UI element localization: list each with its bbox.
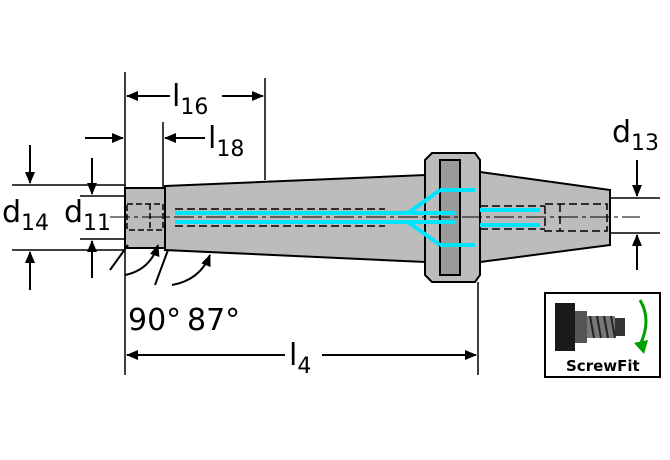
label-l18: l18	[208, 121, 244, 162]
label-d11: d11	[64, 195, 111, 236]
tapered-shank	[164, 173, 426, 264]
screwfit-label: ScrewFit	[566, 357, 640, 375]
angle-arcs	[109, 244, 211, 286]
coolant-channels	[175, 188, 540, 247]
label-l16: l16	[172, 79, 208, 120]
label-d13: d13	[612, 115, 659, 156]
nose-section	[124, 187, 166, 249]
dimension-labels: l16 l18 l4 d13 d14 d11 90° 87°	[2, 79, 659, 379]
screwfit-icon	[555, 299, 648, 354]
label-l4: l4	[289, 338, 311, 379]
label-angle-87: 87°	[187, 303, 240, 338]
screwfit-badge: ScrewFit	[544, 292, 661, 378]
label-angle-90: 90°	[128, 303, 181, 338]
label-d14: d14	[2, 195, 49, 236]
dimension-lines	[25, 91, 642, 360]
extension-lines	[12, 72, 660, 375]
